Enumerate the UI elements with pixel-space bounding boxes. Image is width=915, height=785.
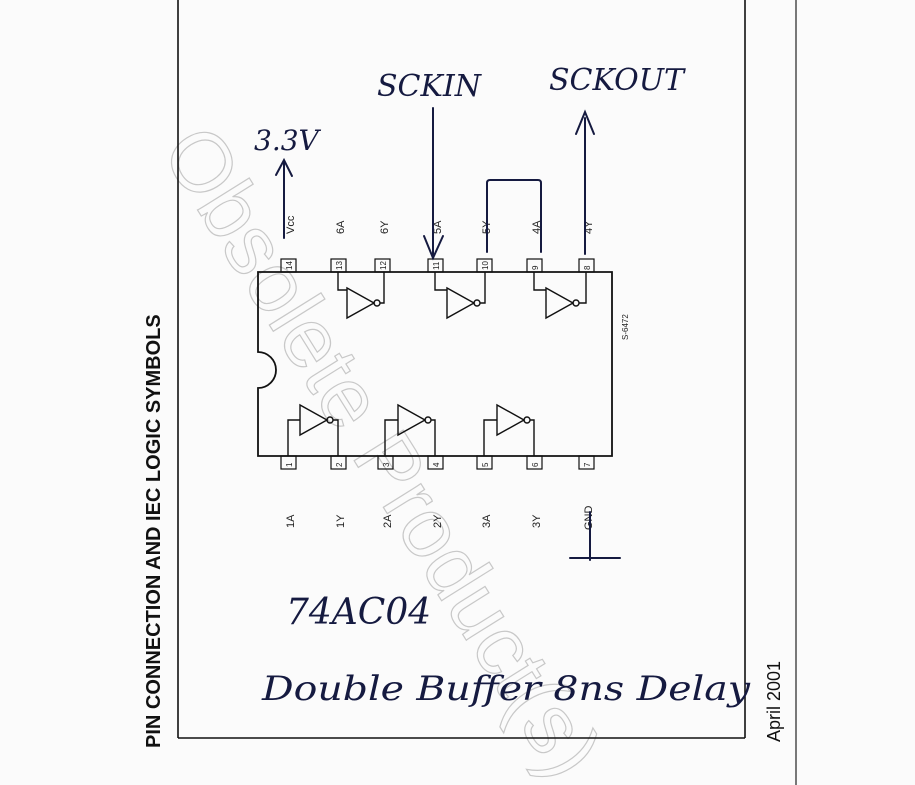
svg-text:3: 3 (382, 462, 391, 467)
svg-text:2Y: 2Y (432, 514, 444, 528)
svg-text:12: 12 (379, 261, 388, 270)
part-number-annotation: 74AC04 (286, 592, 431, 633)
pin-13: 13 6A (330, 220, 347, 273)
lower-inverter-gates (287, 403, 535, 456)
svg-text:7: 7 (583, 462, 592, 467)
jumper-5y-4a (486, 179, 542, 253)
page-title: PIN CONNECTION AND IEC LOGIC SYMBOLS (143, 314, 165, 748)
pin-14: 14 Vcc (280, 215, 297, 273)
chip-code: S-6472 (621, 314, 630, 340)
svg-text:2A: 2A (382, 514, 394, 528)
sckin-annotation: SCKIN (377, 69, 483, 104)
pin-7: 7 GND (578, 455, 595, 530)
inverter-4-icon (533, 272, 587, 320)
svg-text:13: 13 (335, 261, 344, 270)
svg-text:2: 2 (335, 462, 344, 467)
date-label: April 2001 (764, 661, 784, 742)
top-pin-row: 14 Vcc 13 6A 12 6Y 11 5A 10 5Y 9 4A (280, 215, 595, 273)
svg-text:10: 10 (481, 261, 490, 270)
svg-text:1: 1 (285, 462, 294, 467)
pin-label-vcc: Vcc (285, 215, 297, 234)
pin-11: 11 5A (427, 220, 444, 273)
inverter-2-icon (384, 403, 436, 456)
voltage-annotation: 3.3V (254, 124, 322, 157)
svg-text:11: 11 (432, 261, 441, 270)
sckout-annotation: SCKOUT (549, 63, 686, 98)
svg-text:1A: 1A (285, 514, 297, 528)
inverter-3-icon (483, 403, 535, 456)
pin-12: 12 6Y (374, 220, 391, 273)
svg-text:14: 14 (285, 261, 294, 270)
inverter-5-icon (434, 272, 486, 320)
inverter-6-icon (337, 272, 385, 320)
svg-text:3A: 3A (481, 514, 493, 528)
upper-inverter-gates (337, 272, 587, 320)
inverter-1-icon (287, 403, 339, 456)
svg-text:5: 5 (481, 462, 490, 467)
svg-text:6Y: 6Y (379, 220, 391, 234)
delay-note-annotation: Double Buffer 8ns Delay (261, 669, 751, 709)
sckout-arrowhead-icon (575, 109, 595, 135)
pin-6: 6 3Y (526, 455, 543, 528)
svg-text:3Y: 3Y (531, 514, 543, 528)
svg-text:6A: 6A (335, 220, 347, 234)
svg-text:9: 9 (531, 265, 540, 270)
pin-8: 8 4Y (578, 220, 595, 273)
pin-10: 10 5Y (476, 220, 493, 273)
sckin-arrowhead-icon (423, 235, 444, 261)
chip-body (257, 271, 613, 457)
vcc-arrowhead-icon (275, 157, 293, 177)
svg-text:4: 4 (432, 462, 441, 467)
svg-text:5A: 5A (432, 220, 444, 234)
svg-text:6: 6 (531, 462, 540, 467)
handwritten-wiring (275, 107, 621, 561)
svg-text:8: 8 (583, 265, 592, 270)
svg-text:1Y: 1Y (335, 514, 347, 528)
pin-1: 1 1A (280, 455, 297, 528)
pin-5: 5 3A (476, 455, 493, 528)
